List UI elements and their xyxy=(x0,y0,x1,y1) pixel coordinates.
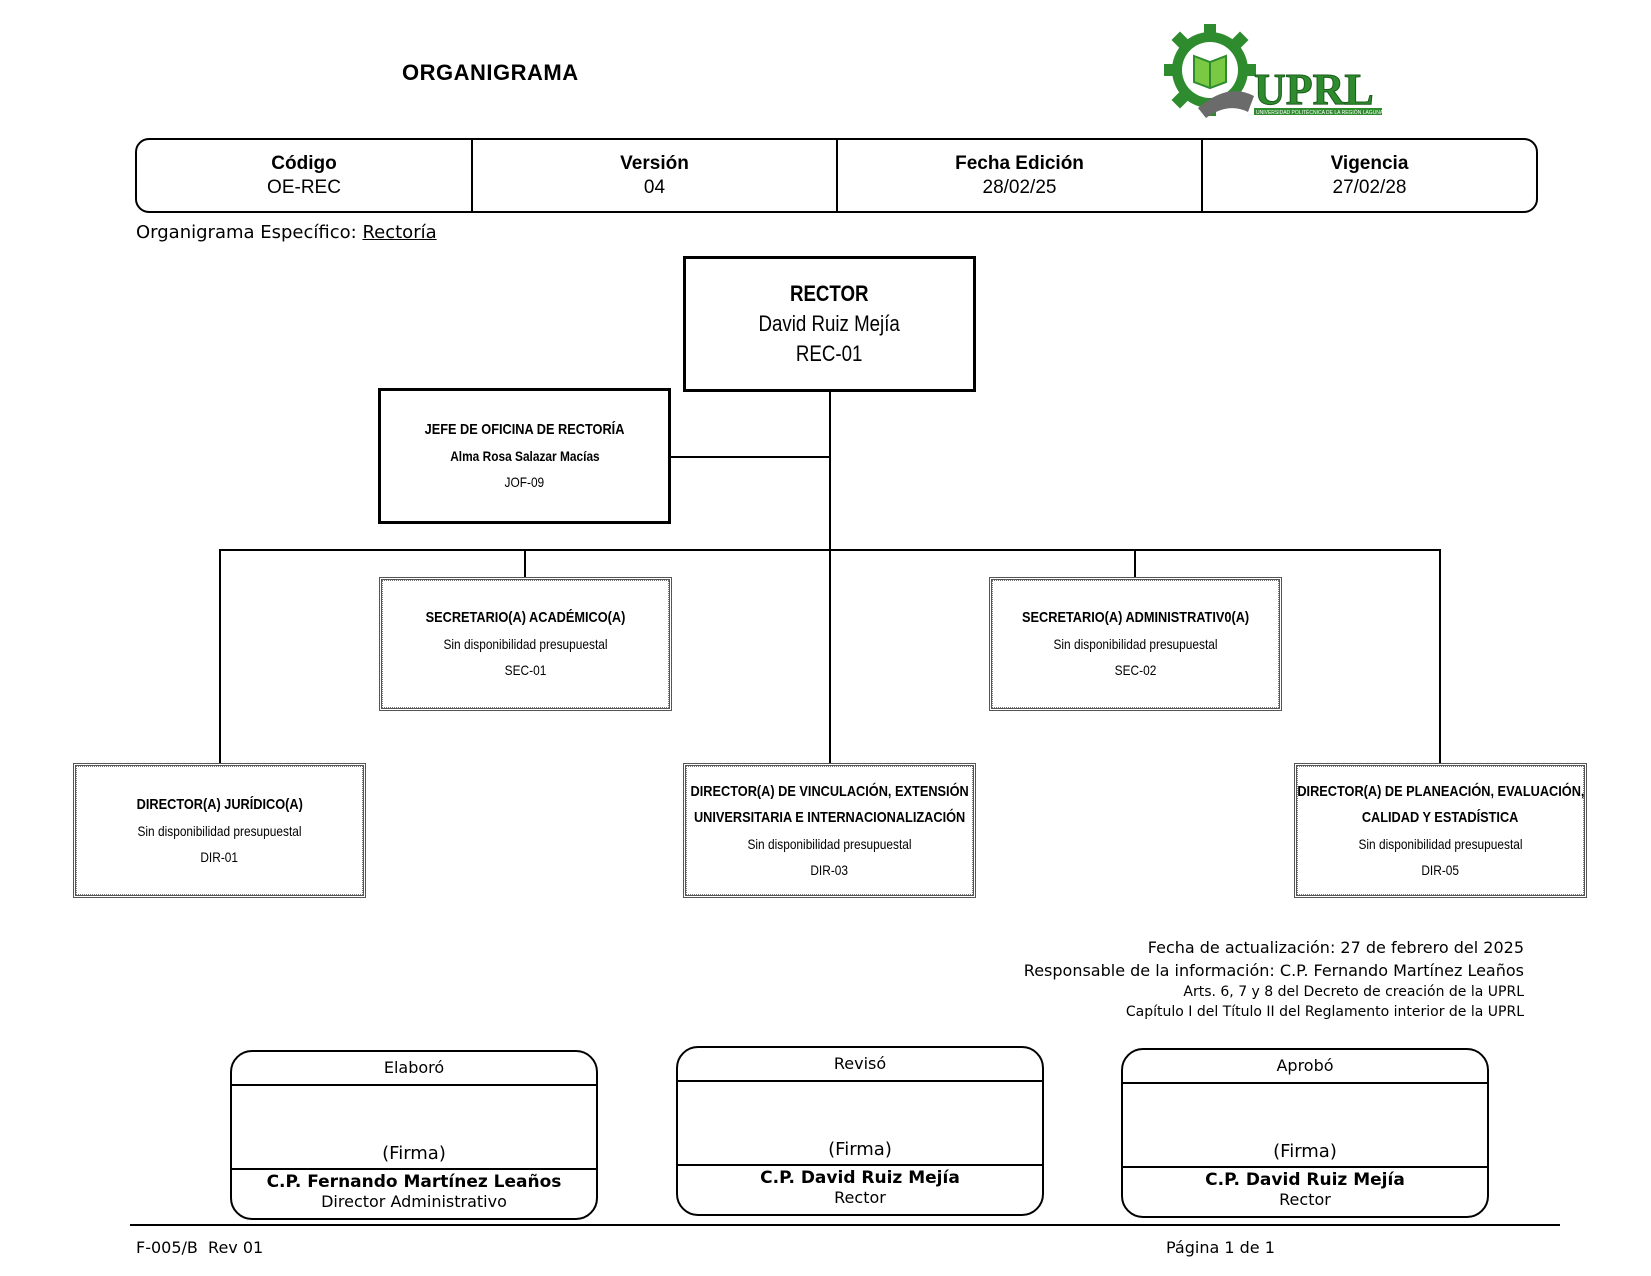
fecha-value: 28/02/25 xyxy=(982,176,1057,198)
version-value: 04 xyxy=(643,176,666,198)
sec-admin-name: Sin disponibilidad presupuestal xyxy=(1053,636,1218,652)
signature-name: C.P. David Ruiz Mejía xyxy=(1205,1170,1405,1190)
jefe-name: Alma Rosa Salazar Macías xyxy=(449,448,600,464)
signature-role: Rector xyxy=(834,1188,886,1207)
fecha-cell: Fecha Edición 28/02/25 xyxy=(838,140,1203,211)
codigo-label: Código xyxy=(271,152,337,174)
page-title: ORGANIGRAMA xyxy=(402,60,579,85)
footer-divider xyxy=(130,1224,1560,1226)
sec-admin-title: SECRETARIO(A) ADMINISTRATIV0(A) xyxy=(1021,609,1250,626)
org-node-dir-vinculacion: DIRECTOR(A) DE VINCULACIÓN, EXTENSIÓN UN… xyxy=(683,763,976,898)
org-node-jefe-oficina: JEFE DE OFICINA DE RECTORÍA Alma Rosa Sa… xyxy=(378,388,671,524)
connector-dir-jur xyxy=(219,549,221,763)
dir-vinc-code: DIR-03 xyxy=(810,861,849,878)
note-fecha: Fecha de actualización: 27 de febrero de… xyxy=(1147,938,1524,957)
dir-plan-name: Sin disponibilidad presupuestal xyxy=(1358,835,1523,852)
signature-name: C.P. Fernando Martínez Leaños xyxy=(266,1172,562,1192)
connector-rector-down xyxy=(829,390,831,763)
signature-name: C.P. David Ruiz Mejía xyxy=(760,1168,960,1188)
sec-admin-code: SEC-02 xyxy=(1114,662,1157,678)
connector-sec-admin xyxy=(1134,549,1136,577)
footer-form-code: F-005/B Rev 01 xyxy=(136,1238,264,1257)
note-responsable: Responsable de la información: C.P. Fern… xyxy=(1023,961,1524,980)
org-node-dir-planeacion: DIRECTOR(A) DE PLANEACIÓN, EVALUACIÓN, C… xyxy=(1294,763,1587,898)
header-table: Código OE-REC Versión 04 Fecha Edición 2… xyxy=(135,138,1538,213)
signature-head: Aprobó xyxy=(1123,1050,1487,1084)
uprl-logo: UPRL UNIVERSIDAD POLITÉCNICA DE LA REGIÓ… xyxy=(1164,24,1384,118)
connector-horizontal xyxy=(219,549,1441,551)
signature-box-aprobo: Aprobó (Firma) C.P. David Ruiz Mejía Rec… xyxy=(1121,1048,1489,1218)
signature-head: Revisó xyxy=(678,1048,1042,1082)
rector-title: RECTOR xyxy=(790,281,869,306)
org-node-dir-juridico: DIRECTOR(A) JURÍDICO(A) Sin disponibilid… xyxy=(73,763,366,898)
vigencia-value: 27/02/28 xyxy=(1332,176,1407,198)
sec-acad-name: Sin disponibilidad presupuestal xyxy=(443,636,608,652)
signature-firma: (Firma) xyxy=(678,1082,1042,1166)
sec-acad-code: SEC-01 xyxy=(504,662,547,678)
connector-dir-plan xyxy=(1439,549,1441,763)
logo-text: UPRL xyxy=(1254,65,1374,114)
dir-vinc-name: Sin disponibilidad presupuestal xyxy=(747,835,912,852)
vigencia-label: Vigencia xyxy=(1330,152,1409,174)
signature-role: Director Administrativo xyxy=(321,1192,507,1211)
connector-sec-acad xyxy=(524,549,526,577)
dir-jur-name: Sin disponibilidad presupuestal xyxy=(137,822,302,839)
vigencia-cell: Vigencia 27/02/28 xyxy=(1203,140,1536,211)
spec-line: Organigrama Específico: Rectoría xyxy=(136,222,437,243)
codigo-cell: Código OE-REC xyxy=(137,140,473,211)
org-node-rector: RECTOR David Ruiz Mejía REC-01 xyxy=(683,256,976,392)
gear-icon xyxy=(1164,24,1256,118)
version-label: Versión xyxy=(620,152,689,174)
jefe-title: JEFE DE OFICINA DE RECTORÍA xyxy=(424,421,625,438)
dir-plan-title-1: DIRECTOR(A) DE PLANEACIÓN, EVALUACIÓN, xyxy=(1296,782,1585,800)
connector-jefe xyxy=(670,456,830,458)
version-cell: Versión 04 xyxy=(473,140,838,211)
dir-jur-code: DIR-01 xyxy=(200,848,239,865)
signature-firma: (Firma) xyxy=(232,1086,596,1170)
logo-subtitle: UNIVERSIDAD POLITÉCNICA DE LA REGIÓN LAG… xyxy=(1256,109,1384,116)
note-capitulo: Capítulo I del Título II del Reglamento … xyxy=(1125,1004,1524,1020)
dir-vinc-title-2: UNIVERSITARIA E INTERNACIONALIZACIÓN xyxy=(693,808,966,826)
signature-firma: (Firma) xyxy=(1123,1084,1487,1168)
spec-prefix: Organigrama Específico: xyxy=(136,222,363,243)
sec-acad-title: SECRETARIO(A) ACADÉMICO(A) xyxy=(425,609,626,626)
rector-name: David Ruiz Mejía xyxy=(758,311,901,336)
signature-box-elaboro: Elaboró (Firma) C.P. Fernando Martínez L… xyxy=(230,1050,598,1220)
dir-vinc-title-1: DIRECTOR(A) DE VINCULACIÓN, EXTENSIÓN xyxy=(690,782,969,800)
spec-area: Rectoría xyxy=(362,222,437,243)
dir-plan-code: DIR-05 xyxy=(1421,861,1460,878)
dir-plan-title-2: CALIDAD Y ESTADÍSTICA xyxy=(1362,808,1519,826)
note-arts: Arts. 6, 7 y 8 del Decreto de creación d… xyxy=(1183,984,1524,1000)
codigo-value: OE-REC xyxy=(267,176,341,198)
jefe-code: JOF-09 xyxy=(504,474,545,490)
org-node-sec-administrativo: SECRETARIO(A) ADMINISTRATIV0(A) Sin disp… xyxy=(989,577,1282,711)
rector-code: REC-01 xyxy=(796,341,863,366)
signature-head: Elaboró xyxy=(232,1052,596,1086)
footer-page-number: Página 1 de 1 xyxy=(1166,1238,1275,1257)
signature-box-reviso: Revisó (Firma) C.P. David Ruiz Mejía Rec… xyxy=(676,1046,1044,1216)
dir-jur-title: DIRECTOR(A) JURÍDICO(A) xyxy=(136,795,303,813)
signature-role: Rector xyxy=(1279,1190,1331,1209)
fecha-label: Fecha Edición xyxy=(955,152,1084,174)
update-notes: Fecha de actualización: 27 de febrero de… xyxy=(1024,936,1524,1022)
org-node-sec-academico: SECRETARIO(A) ACADÉMICO(A) Sin disponibi… xyxy=(379,577,672,711)
